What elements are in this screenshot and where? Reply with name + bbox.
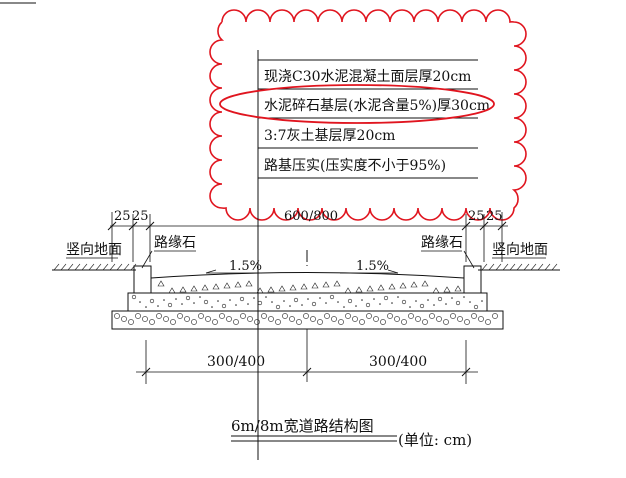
left-ground-label: 竖向地面 <box>66 242 122 258</box>
right-ground-label: 竖向地面 <box>492 242 548 258</box>
left-curb-label: 路缘石 <box>154 235 196 251</box>
top-dimension: 25 25 600/800 25 25 <box>107 209 508 262</box>
layer-1-text: 现浇C30水泥混凝土面层厚20cm <box>264 69 471 85</box>
unit-label: (单位: cm) <box>398 431 472 449</box>
slope-markers: 1.5% 1.5% <box>205 259 399 274</box>
dim-left-a: 25 <box>114 209 131 224</box>
layer-3-text: 3:7灰土基层厚20cm <box>264 127 395 144</box>
bottom-dim-left: 300/400 <box>207 354 265 370</box>
pavement-section <box>52 250 560 382</box>
slope-right: 1.5% <box>356 259 389 274</box>
bottom-dimension: 300/400 300/400 <box>136 340 478 384</box>
drawing-title: 6m/8m宽道路结构图 <box>231 417 374 435</box>
right-curb-label: 路缘石 <box>421 235 463 251</box>
dim-center: 600/800 <box>284 209 338 224</box>
title-block: 6m/8m宽道路结构图 (单位: cm) <box>231 417 472 449</box>
highlight-ellipse <box>219 84 495 124</box>
layer-2-text: 水泥碎石基层(水泥含量5%)厚30cm <box>264 97 490 114</box>
dim-left-b: 25 <box>132 209 149 224</box>
slope-left: 1.5% <box>229 259 262 274</box>
layer-legend: 现浇C30水泥混凝土面层厚20cm 水泥碎石基层(水泥含量5%)厚30cm 3:… <box>219 50 495 460</box>
labels: 竖向地面 路缘石 路缘石 竖向地面 <box>66 235 548 269</box>
layer-4-text: 路基压实(压实度不小于95%) <box>264 157 446 174</box>
dim-right-b: 25 <box>486 209 503 224</box>
bottom-dim-right: 300/400 <box>369 354 427 370</box>
revision-cloud <box>209 9 527 221</box>
dim-right-a: 25 <box>468 209 485 224</box>
